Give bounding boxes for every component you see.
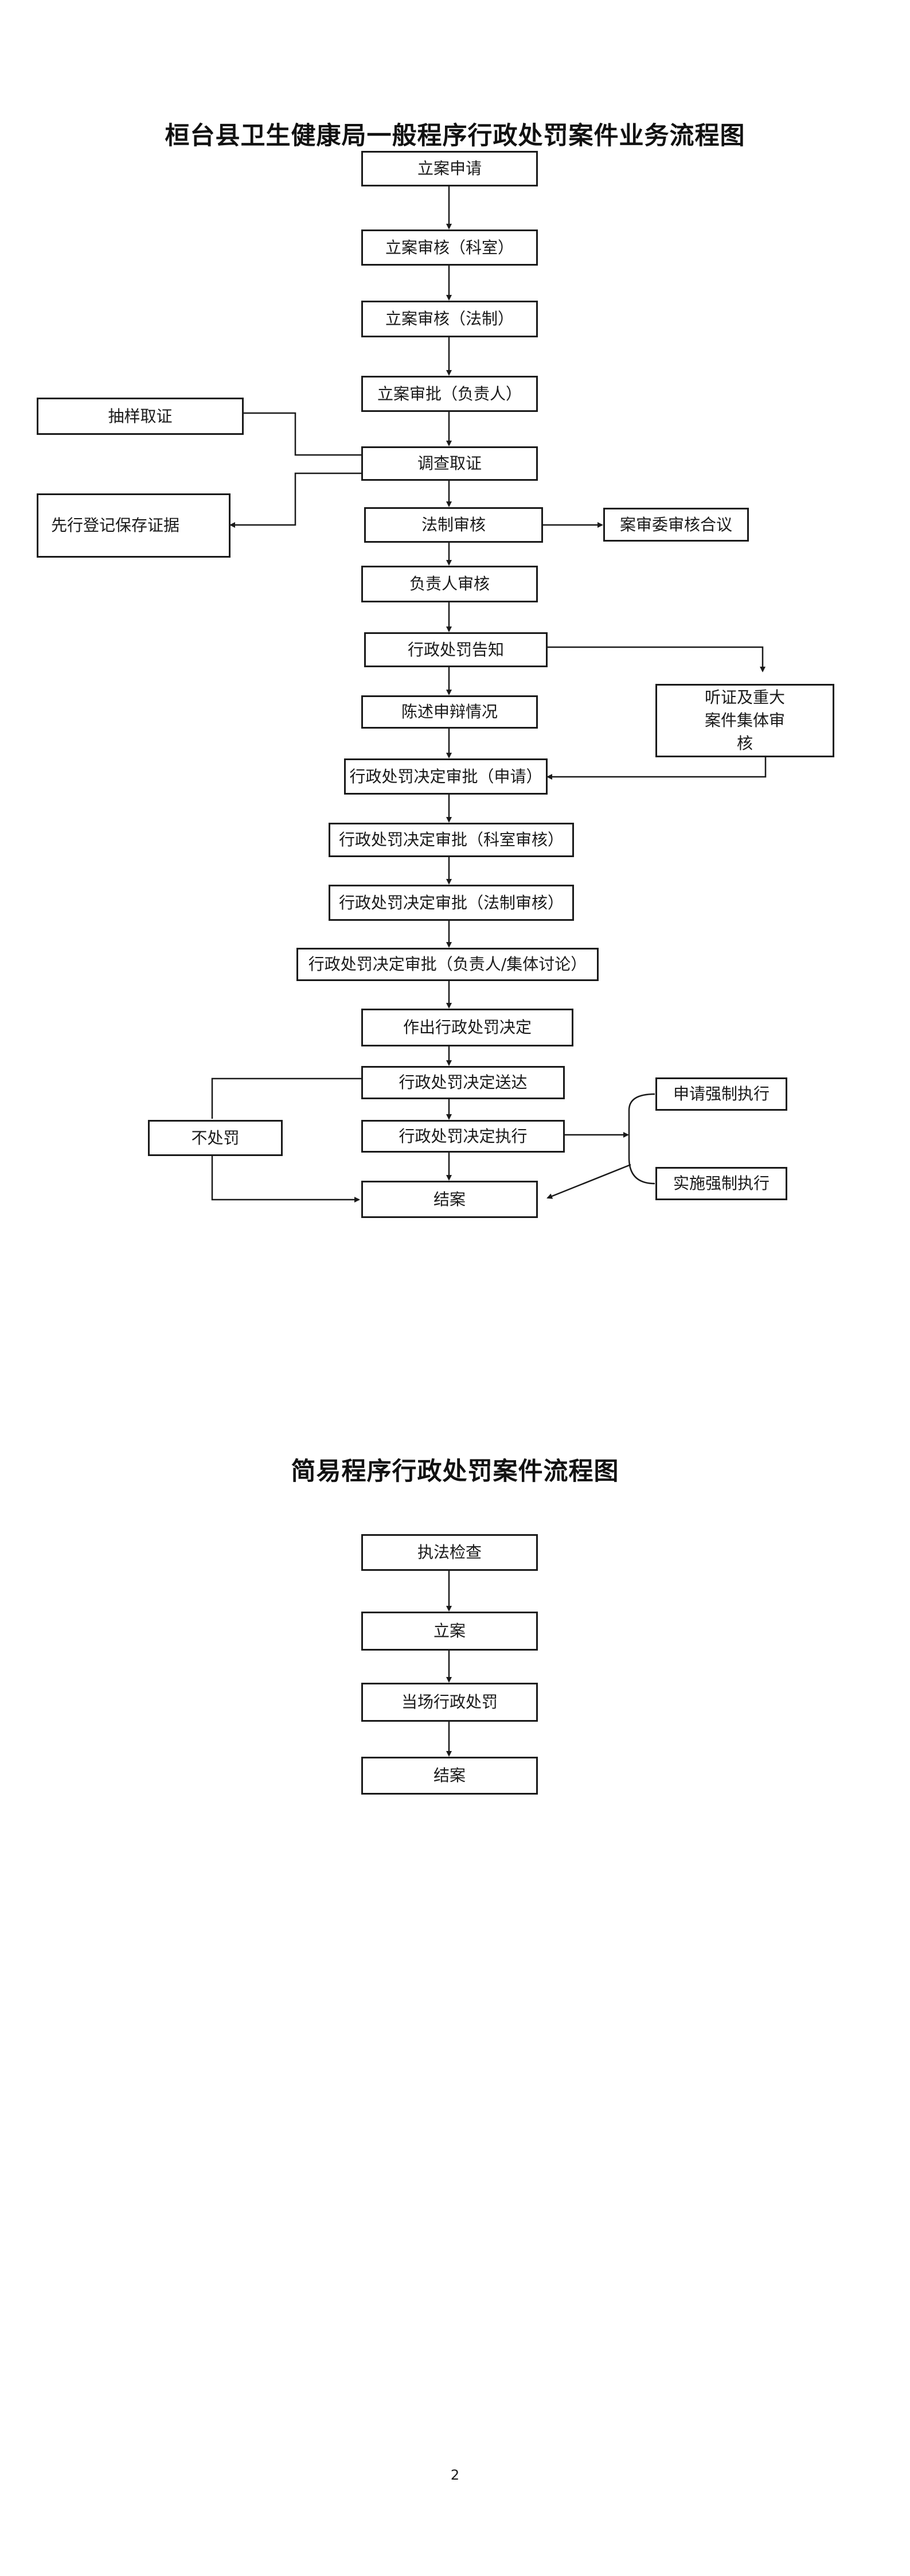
arrow-no-penalty-to-closed xyxy=(211,1153,360,1203)
node-filing-approval-head: 立案审批（负责人） xyxy=(361,376,538,412)
enforcement-bracket xyxy=(628,1093,655,1185)
node-filing-review-section: 立案审核（科室） xyxy=(361,229,538,266)
node-case-closed: 结案 xyxy=(361,1181,538,1218)
node-decision-execution: 行政处罚决定执行 xyxy=(361,1120,565,1153)
node-penalty-notice: 行政处罚告知 xyxy=(364,632,548,667)
page-number: 2 xyxy=(450,2467,460,2483)
node-head-review: 负责人审核 xyxy=(361,566,538,602)
arrow-enforcement-to-closed xyxy=(546,1164,631,1199)
node-simple-case-closed: 结案 xyxy=(361,1757,538,1795)
node-investigation: 调查取证 xyxy=(361,446,538,481)
node-make-decision: 作出行政处罚决定 xyxy=(361,1009,573,1046)
node-law-inspection: 执法检查 xyxy=(361,1534,538,1571)
node-filing-application: 立案申请 xyxy=(361,151,538,186)
arrow-hearing-to-decision-application xyxy=(546,757,767,780)
chart2-title: 简易程序行政处罚案件流程图 xyxy=(291,1457,619,1486)
node-case-committee-review: 案审委审核合议 xyxy=(603,508,749,542)
arrow-penalty-notice-to-hearing xyxy=(548,646,766,672)
chart1-title: 桓台县卫生健康局一般程序行政处罚案件业务流程图 xyxy=(165,122,745,150)
node-legal-review: 法制审核 xyxy=(364,507,543,543)
node-decision-delivery: 行政处罚决定送达 xyxy=(361,1066,565,1099)
node-filing-review-legal: 立案审核（法制） xyxy=(361,301,538,337)
node-statement-defense: 陈述申辩情况 xyxy=(361,695,538,729)
node-decision-approval-application: 行政处罚决定审批（申请） xyxy=(344,758,548,795)
arrow-investigation-to-preregister xyxy=(229,472,361,528)
node-hearing-major-review: 听证及重大案件集体审核 xyxy=(655,684,834,757)
connector-delivery-to-no-penalty xyxy=(211,1077,361,1119)
node-decision-approval-legal: 行政处罚决定审批（法制审核） xyxy=(329,885,574,921)
node-apply-enforcement: 申请强制执行 xyxy=(655,1077,787,1111)
node-preregister-preserve: 先行登记保存证据 xyxy=(37,493,231,558)
node-decision-approval-section: 行政处罚决定审批（科室审核） xyxy=(329,823,574,857)
node-sampling-evidence: 抽样取证 xyxy=(37,398,244,435)
node-no-penalty: 不处罚 xyxy=(148,1120,283,1156)
node-decision-approval-head: 行政处罚决定审批（负责人/集体讨论） xyxy=(296,948,599,981)
node-implement-enforcement: 实施强制执行 xyxy=(655,1167,787,1200)
node-simple-filing: 立案 xyxy=(361,1612,538,1651)
connector-sampling-to-investigation xyxy=(244,412,361,456)
node-onsite-penalty: 当场行政处罚 xyxy=(361,1683,538,1722)
